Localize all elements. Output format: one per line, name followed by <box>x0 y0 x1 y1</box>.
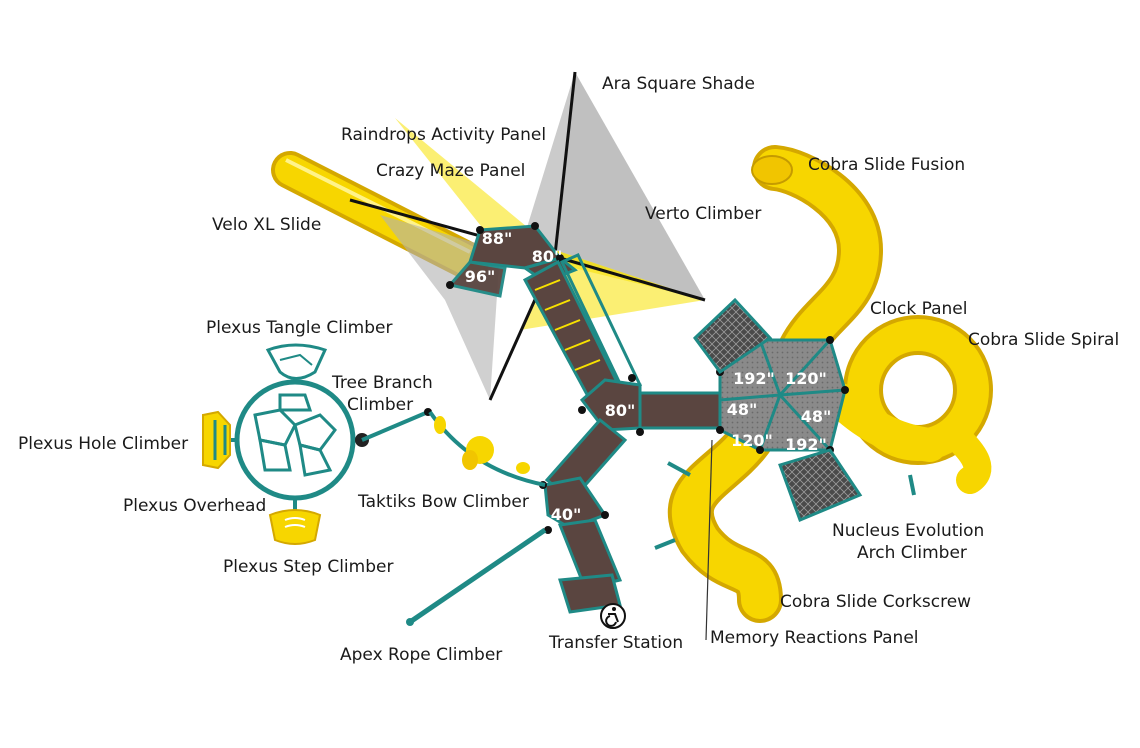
plexus-step-climber-shape <box>268 509 322 545</box>
height-48-right: 48" <box>801 407 832 426</box>
height-120-bottom: 120" <box>731 431 773 450</box>
memory-reactions-leader <box>705 439 713 641</box>
label-velo-xl-slide: Velo XL Slide <box>212 215 321 235</box>
label-cobra-slide-spiral: Cobra Slide Spiral <box>968 330 1119 350</box>
height-192-top: 192" <box>733 369 775 388</box>
cobra-slide-spiral-shape <box>823 315 993 496</box>
cobra-slide-corkscrew-shape <box>654 417 783 623</box>
label-cobra-slide-corkscrew: Cobra Slide Corkscrew <box>780 592 971 612</box>
label-raindrops-activity-panel: Raindrops Activity Panel <box>341 125 546 145</box>
label-plexus-hole-climber: Plexus Hole Climber <box>18 434 188 454</box>
height-labels: 88" 80" 96" 80" 40" 192" 120" 48" 48" 12… <box>465 229 832 524</box>
nucleus-net-bottom <box>778 448 863 522</box>
height-48-left: 48" <box>727 400 758 419</box>
label-cobra-slide-fusion: Cobra Slide Fusion <box>808 155 965 175</box>
label-transfer-station: Transfer Station <box>548 633 683 653</box>
height-80-top: 80" <box>532 247 563 266</box>
label-memory-reactions-panel: Memory Reactions Panel <box>710 628 919 648</box>
label-nucleus-evolution-2: Arch Climber <box>857 543 967 563</box>
cobra-slide-fusion-shape <box>751 145 884 373</box>
height-40: 40" <box>551 505 582 524</box>
accessibility-icon <box>600 603 626 629</box>
label-apex-rope-climber: Apex Rope Climber <box>340 645 502 665</box>
height-80-mid: 80" <box>605 401 636 420</box>
height-120-top: 120" <box>785 369 827 388</box>
apex-rope-climber-shape <box>406 527 547 626</box>
plexus-hole-climber-shape <box>202 410 231 470</box>
height-192-bottom: 192" <box>785 435 827 454</box>
label-plexus-step-climber: Plexus Step Climber <box>223 557 393 577</box>
label-tree-branch-climber-1: Tree Branch <box>331 373 433 393</box>
label-plexus-tangle-climber: Plexus Tangle Climber <box>206 318 393 338</box>
height-88: 88" <box>482 229 513 248</box>
label-verto-climber: Verto Climber <box>645 204 761 224</box>
label-tree-branch-climber-2: Climber <box>347 395 413 415</box>
taktiks-bow-climber-shape <box>361 408 546 487</box>
plexus-tangle-climber-shape <box>265 343 328 380</box>
label-crazy-maze-panel: Crazy Maze Panel <box>376 161 525 181</box>
label-nucleus-evolution-1: Nucleus Evolution <box>832 521 984 541</box>
label-ara-square-shade: Ara Square Shade <box>602 74 755 94</box>
label-taktiks-bow-climber: Taktiks Bow Climber <box>357 492 529 512</box>
lower-ramp <box>539 417 628 614</box>
height-96: 96" <box>465 267 496 286</box>
label-plexus-overhead: Plexus Overhead <box>123 496 266 516</box>
label-clock-panel: Clock Panel <box>870 299 967 319</box>
nucleus-net-top <box>693 297 773 375</box>
hexagon-deck-cluster <box>716 336 849 454</box>
component-labels: Ara Square Shade Raindrops Activity Pane… <box>18 74 1119 665</box>
